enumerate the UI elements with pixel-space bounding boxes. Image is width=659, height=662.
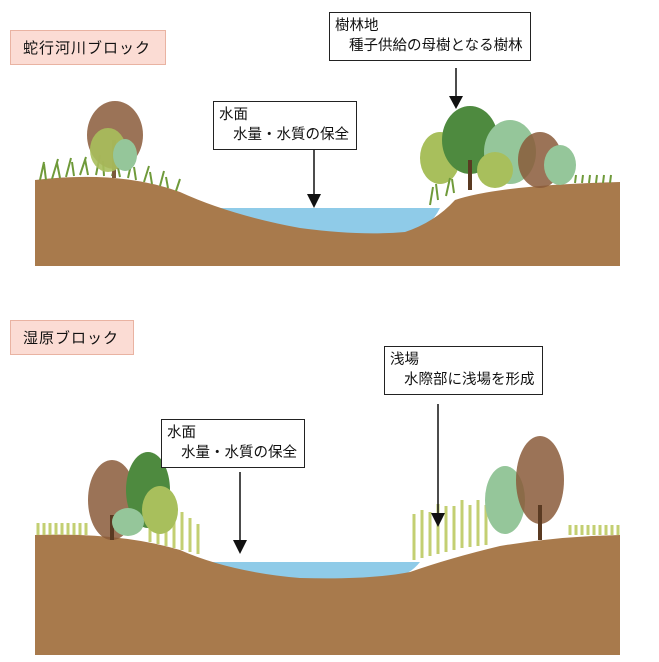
wetland-soil-ground	[35, 534, 620, 655]
woodland-callout-detail: 種子供給の母樹となる樹林	[349, 38, 523, 54]
right-bank-reeds	[412, 500, 620, 560]
river-water-pointer-arrow	[307, 150, 321, 208]
right-bank-trees	[485, 436, 564, 540]
meandering-river-block-title: 蛇行河川ブロック	[10, 30, 167, 65]
river-cross-section-illustration	[35, 68, 620, 266]
shallows-callout-detail: 水際部に浅場を形成	[404, 372, 535, 388]
river-water-callout-detail: 水量・水質の保全	[233, 127, 349, 143]
woodland-callout-heading: 樹林地	[335, 18, 379, 34]
shallows-callout: 浅場 水際部に浅場を形成	[384, 346, 543, 395]
woodland-pointer-arrow	[449, 68, 463, 109]
wetland-water-callout: 水面 水量・水質の保全	[161, 419, 305, 468]
river-soil-ground	[35, 176, 620, 266]
left-bank-tree	[87, 101, 143, 178]
right-bank-grass	[429, 174, 612, 206]
shallows-callout-heading: 浅場	[390, 352, 419, 368]
wetland-block: 湿原ブロック 浅場 水際部に浅場を形成 水面 水量・水質の保全	[0, 310, 659, 662]
wetland-cross-section-illustration	[35, 404, 620, 655]
woodland-callout: 樹林地 種子供給の母樹となる樹林	[329, 12, 531, 61]
wetland-water-pointer-arrow	[233, 472, 247, 554]
shallows-pointer-arrow	[431, 404, 445, 527]
right-bank-woodland	[420, 106, 576, 190]
meandering-river-block: 蛇行河川ブロック 樹林地 種子供給の母樹となる樹林 水面 水量・水質の保全	[0, 0, 659, 270]
wetland-block-title: 湿原ブロック	[10, 320, 135, 355]
left-bank-trees	[88, 452, 178, 540]
river-water-callout-heading: 水面	[219, 107, 248, 123]
river-water-callout: 水面 水量・水質の保全	[213, 101, 357, 150]
wetland-water-callout-heading: 水面	[167, 425, 196, 441]
wetland-water-callout-detail: 水量・水質の保全	[181, 445, 297, 461]
